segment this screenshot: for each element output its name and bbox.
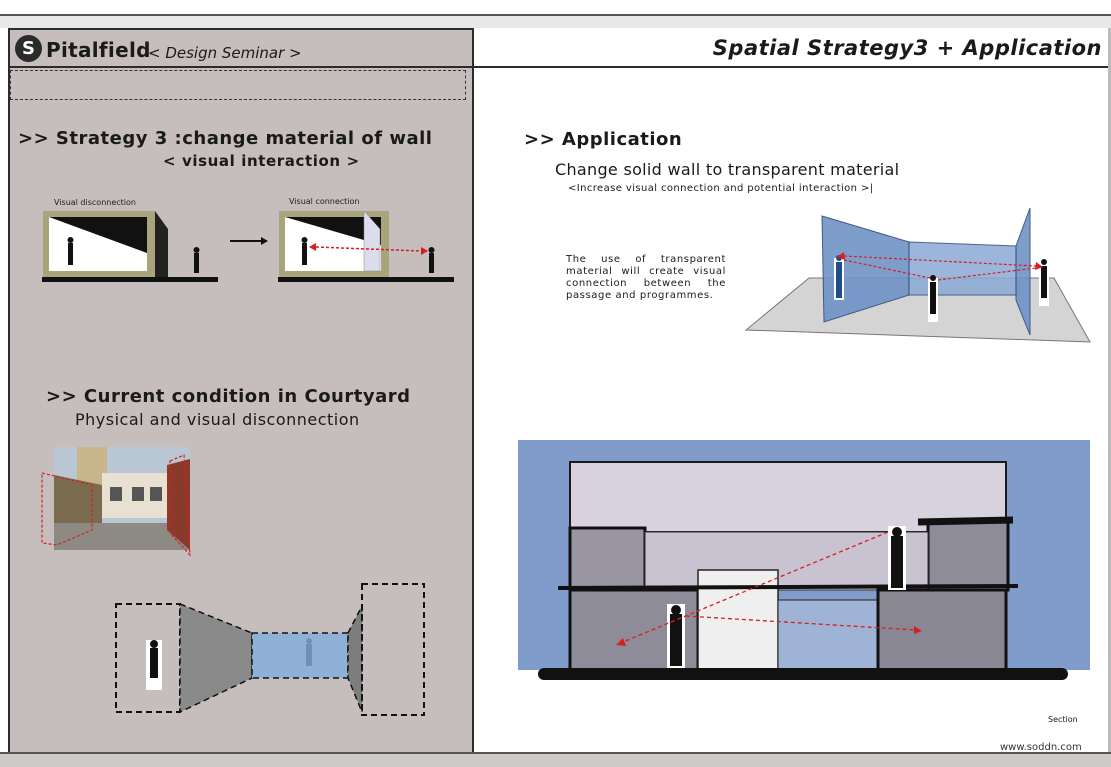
diagram-label-after: Visual connection [289, 197, 360, 206]
current-condition-title: >> Current condition in Courtyard [46, 386, 411, 407]
section-sketch [518, 440, 1090, 702]
dashed-banner [10, 70, 466, 100]
section-label: Section [1048, 715, 1078, 724]
wall-diagram-after [278, 210, 454, 282]
header-divider-left [8, 66, 474, 68]
brand-badge: S [15, 35, 42, 62]
application-headline: Change solid wall to transparent materia… [555, 160, 900, 179]
brand-title: Pitalfield [46, 38, 151, 62]
application-description: The use of transparent material will cre… [566, 254, 726, 301]
watermark: www.soddn.com [1000, 742, 1082, 753]
brand-subtitle: < Design Seminar > [148, 44, 302, 62]
wall-diagram-before [42, 211, 218, 282]
strategy-title: >> Strategy 3 :change material of wall [18, 128, 433, 149]
diagram-label-before: Visual disconnection [54, 198, 136, 207]
strategy-subtitle: < visual interaction > [163, 152, 360, 170]
current-condition-subtitle: Physical and visual disconnection [75, 410, 360, 429]
right-panel-edge [1108, 28, 1111, 752]
page-title: Spatial Strategy3 + Application [712, 36, 1102, 60]
application-note: <Increase visual connection and potentia… [568, 183, 874, 194]
passage-plan-diagram [115, 583, 425, 716]
application-title: >> Application [524, 129, 683, 150]
header-divider-right [472, 66, 1111, 68]
transparent-wall-perspective [744, 207, 1091, 343]
page-frame-top [0, 14, 1111, 16]
page-frame-bottom [0, 752, 1111, 767]
courtyard-photo [41, 447, 191, 557]
transform-arrow [230, 237, 268, 245]
page-top-strip [0, 16, 1111, 28]
